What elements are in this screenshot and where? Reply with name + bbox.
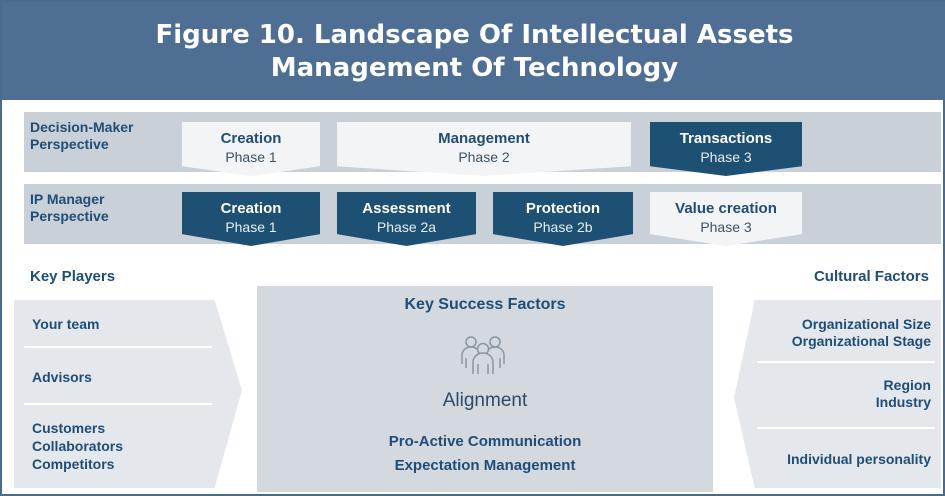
- cultural-factor-region-industry: Region Industry: [876, 377, 931, 411]
- cultural-factor-label: Individual personality: [787, 451, 931, 467]
- cultural-factor-label: Region: [883, 377, 931, 393]
- cultural-factor-label: Industry: [875, 394, 931, 410]
- ip-manager-label-line-1: IP Manager: [30, 191, 105, 207]
- decision-maker-label-line-1: Decision-Maker: [30, 119, 134, 135]
- ipm-phase-protection: Protection Phase 2b: [493, 192, 633, 246]
- ksf-item: Expectation Management: [394, 457, 576, 474]
- key-players-divider: [24, 403, 212, 405]
- ipm-phase-title: Value creation: [675, 200, 777, 217]
- dm-phase-number: Phase 3: [700, 149, 752, 165]
- cultural-factor-label: Organizational Size: [801, 316, 931, 332]
- dm-phase-number: Phase 1: [225, 149, 277, 165]
- figure-title: Figure 10. Landscape Of Intellectual Ass…: [2, 2, 945, 100]
- ipm-phase-number: Phase 1: [225, 219, 277, 235]
- ksf-item: Pro-Active Communication: [388, 433, 582, 450]
- dm-phase-creation: Creation Phase 1: [182, 122, 320, 176]
- dm-phase-title: Transactions: [679, 130, 773, 147]
- dm-phase-management: Management Phase 2: [337, 122, 631, 176]
- ipm-phase-assessment: Assessment Phase 2a: [337, 192, 476, 246]
- figure-title-line-2: Management Of Technology: [270, 53, 679, 83]
- key-success-factors-title: Key Success Factors: [404, 296, 566, 313]
- ipm-phase-title: Creation: [220, 200, 282, 217]
- team-icon: [461, 336, 505, 374]
- ip-manager-label-line-2: Perspective: [30, 208, 109, 224]
- ip-manager-band: IP Manager Perspective Creation Phase 1 …: [24, 184, 941, 246]
- alignment-label: Alignment: [442, 390, 528, 411]
- key-players-divider: [24, 346, 212, 348]
- key-player-label: Your team: [32, 316, 100, 332]
- ipm-phase-number: Phase 2a: [376, 219, 437, 235]
- decision-maker-label-line-2: Perspective: [30, 136, 109, 152]
- key-player-label: Customers: [32, 420, 106, 436]
- key-player-label: Competitors: [32, 456, 115, 472]
- dm-phase-title: Creation: [220, 130, 282, 147]
- ipm-phase-creation: Creation Phase 1: [182, 192, 320, 246]
- key-player-your-team: Your team: [32, 316, 99, 333]
- cultural-factor-personality: Individual personality: [787, 451, 931, 468]
- key-player-label: Advisors: [32, 369, 92, 385]
- key-player-label: Collaborators: [32, 438, 124, 454]
- ipm-phase-number: Phase 3: [700, 219, 752, 235]
- key-players-title: Key Players: [30, 268, 116, 285]
- ipm-phase-value-creation: Value creation Phase 3: [650, 192, 802, 246]
- key-players-panel: [14, 300, 242, 488]
- dm-phase-transactions: Transactions Phase 3: [650, 122, 802, 176]
- ipm-phase-number: Phase 2b: [533, 219, 593, 235]
- decision-maker-band: Decision-Maker Perspective Creation Phas…: [24, 112, 941, 176]
- decision-maker-label: Decision-Maker Perspective: [30, 119, 170, 153]
- ip-manager-label: IP Manager Perspective: [30, 191, 170, 225]
- cultural-factors-divider: [757, 427, 935, 429]
- dm-phase-title: Management: [438, 130, 530, 147]
- key-player-external: Customers Collaborators Competitors: [32, 419, 123, 473]
- key-success-factors-panel: [257, 286, 713, 492]
- figure-title-line-1: Figure 10. Landscape Of Intellectual Ass…: [155, 20, 794, 50]
- dm-phase-number: Phase 2: [458, 149, 510, 165]
- cultural-factors-divider: [757, 361, 935, 363]
- cultural-factors-title: Cultural Factors: [813, 268, 929, 285]
- cultural-factor-organization: Organizational Size Organizational Stage: [792, 316, 931, 350]
- key-player-advisors: Advisors: [32, 369, 92, 386]
- ipm-phase-title: Assessment: [362, 200, 451, 217]
- cultural-factor-label: Organizational Stage: [791, 333, 931, 349]
- cultural-factors-panel: [734, 300, 941, 488]
- key-success-factors-list: Pro-Active Communication Expectation Man…: [257, 430, 713, 478]
- ipm-phase-title: Protection: [525, 200, 601, 217]
